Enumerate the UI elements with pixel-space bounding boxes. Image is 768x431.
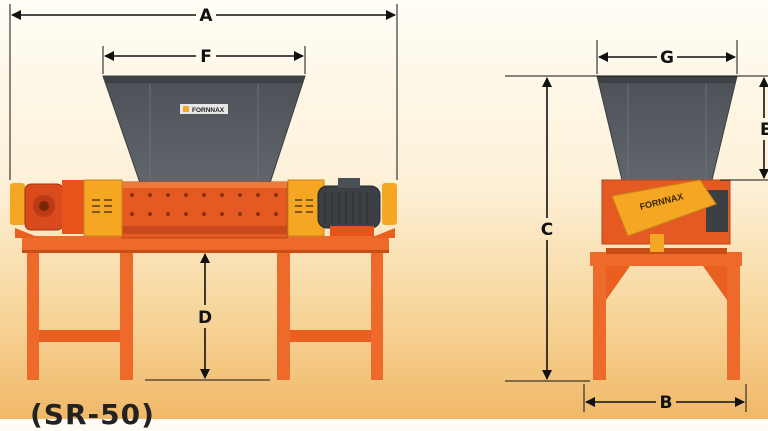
dimension-c-label: C [541,220,553,240]
shredder-dimension-diagram: FORNNAX [9,4,768,413]
front-right-motor [317,185,381,229]
side-stand-top-beam [590,252,742,266]
front-stand-left-inner-leg [120,250,133,380]
dimension-d-label: D [198,308,212,328]
model-caption: (SR-50) [30,398,155,431]
front-stand-right-outer-leg [371,250,383,380]
side-hopper [596,75,738,181]
dimension-f-label: F [200,47,212,67]
dimension-c: C [541,77,553,380]
front-stand-right-inner-leg [277,250,290,380]
front-stand-left-crossbar [39,330,120,342]
dimension-g: G [598,48,736,68]
front-stand-right-crossbar [290,330,371,342]
dimension-e-label: E [760,120,768,140]
side-view: FORNNAX [590,75,742,380]
dimension-f: F [104,47,304,67]
dimension-d: D [198,253,212,379]
dimension-b: B [585,393,745,413]
front-brand-plate [180,104,228,114]
dimension-a: A [11,6,396,26]
dimension-e: E [759,77,768,179]
side-stand-left-leg [593,252,606,380]
dimension-lines [9,4,768,412]
front-left-coupling-guard [83,179,123,237]
front-view: FORNNAX [10,75,397,380]
side-gear-cover [611,179,717,237]
front-stand-left-outer-leg [27,250,39,380]
dimension-a-label: A [199,6,213,26]
dimension-b-label: B [660,393,673,413]
front-stand-top-beam [22,236,389,252]
side-stand-right-leg [727,252,740,380]
front-brand-text: FORNNAX [192,107,225,114]
front-hopper [102,75,306,184]
dimension-g-label: G [660,48,674,68]
front-left-bearing-housing [10,183,25,225]
front-right-bearing-housing [382,183,397,225]
